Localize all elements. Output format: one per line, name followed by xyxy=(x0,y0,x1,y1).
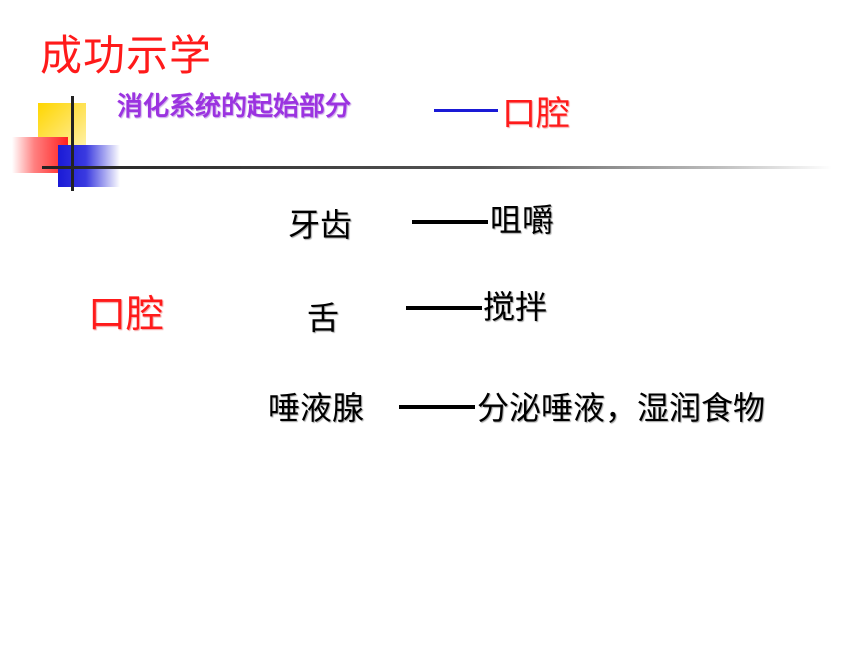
subtitle-dash xyxy=(434,109,498,112)
row-dash xyxy=(399,405,475,409)
slide-subtitle: 消化系统的起始部分 xyxy=(117,92,352,122)
function-secrete-saliva: 分泌唾液，湿润食物 xyxy=(477,389,766,427)
organ-salivary-gland: 唾液腺 xyxy=(268,389,365,427)
organ-teeth: 牙齿 xyxy=(288,206,353,244)
row-dash xyxy=(412,220,488,224)
decor-vertical-line xyxy=(71,96,74,191)
organ-tongue: 舌 xyxy=(307,299,340,337)
row-dash xyxy=(406,306,482,310)
brand-title: 成功示学 xyxy=(40,31,213,80)
oral-cavity-label: 口腔 xyxy=(88,292,165,336)
function-stirring: 搅拌 xyxy=(483,288,548,326)
title-underline xyxy=(42,166,832,169)
function-chewing: 咀嚼 xyxy=(490,201,555,239)
subtitle-answer: 口腔 xyxy=(502,94,570,134)
